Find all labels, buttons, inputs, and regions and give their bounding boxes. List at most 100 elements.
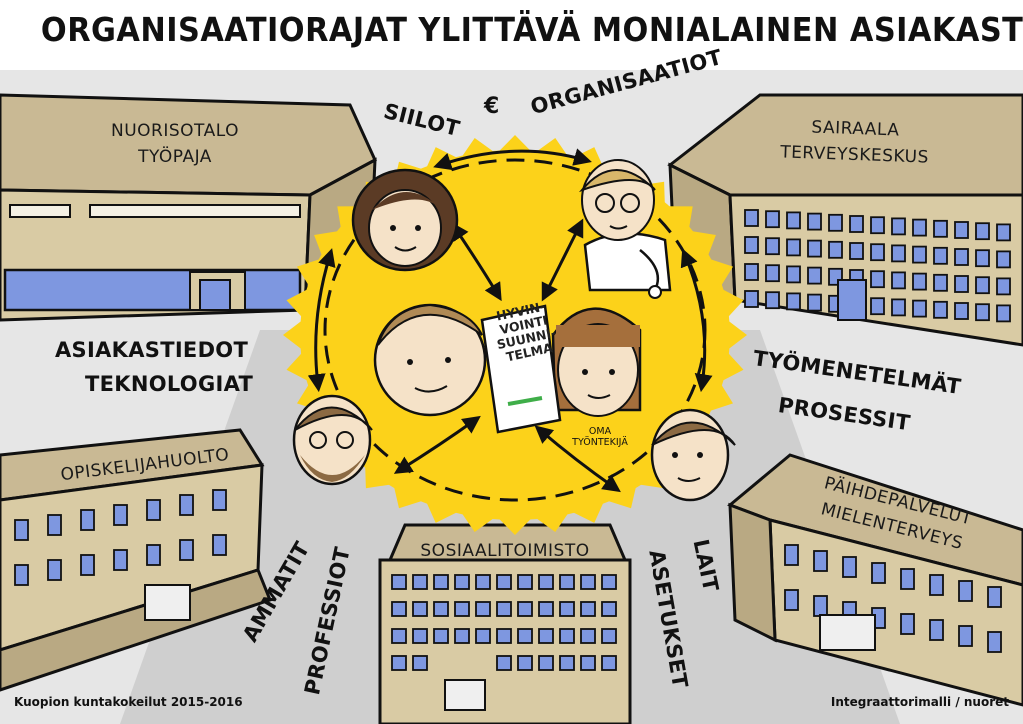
window	[786, 238, 801, 257]
window	[538, 655, 554, 671]
building-substance-services	[727, 453, 1023, 707]
building-hospital	[667, 93, 1023, 347]
window	[987, 631, 1002, 653]
window	[929, 574, 944, 596]
window	[870, 243, 885, 262]
window	[807, 266, 822, 285]
window	[958, 580, 973, 602]
window	[179, 494, 194, 516]
window	[849, 215, 864, 233]
window	[454, 628, 470, 644]
footer-right: Integraattorimalli / nuoret	[830, 695, 1009, 709]
window	[987, 586, 1002, 608]
window	[765, 291, 780, 310]
window	[475, 601, 491, 617]
window	[996, 304, 1011, 323]
window	[538, 628, 554, 644]
social-office-windows	[391, 574, 617, 671]
window	[975, 249, 990, 268]
student-welfare-windows	[14, 489, 227, 586]
window	[454, 601, 470, 617]
person-own-worker	[551, 307, 642, 417]
window	[433, 601, 449, 617]
window	[412, 574, 428, 590]
window	[601, 628, 617, 644]
window	[765, 237, 780, 256]
window	[871, 562, 886, 584]
window	[412, 628, 428, 644]
window	[891, 298, 906, 317]
window	[113, 549, 128, 571]
window	[954, 302, 969, 320]
window	[786, 211, 801, 230]
window	[475, 628, 491, 644]
window	[538, 601, 554, 617]
window	[517, 628, 533, 644]
window	[900, 568, 915, 590]
window	[996, 250, 1011, 269]
window	[765, 210, 780, 229]
window	[849, 242, 864, 260]
window	[933, 219, 948, 238]
window	[870, 270, 885, 289]
window	[580, 601, 596, 617]
window	[891, 271, 906, 290]
window	[954, 221, 969, 239]
window	[391, 628, 407, 644]
window	[786, 292, 801, 311]
window	[912, 299, 927, 318]
person-bearded-man	[292, 394, 373, 486]
window	[391, 655, 407, 671]
person-doctor	[578, 159, 672, 299]
window	[412, 601, 428, 617]
window	[412, 655, 428, 671]
window	[14, 519, 29, 541]
window	[391, 601, 407, 617]
window	[900, 613, 915, 635]
window	[975, 303, 990, 322]
window	[807, 293, 822, 312]
window	[538, 574, 554, 590]
window	[475, 574, 491, 590]
person-youth-woman	[351, 168, 459, 272]
window	[517, 655, 533, 671]
poster-title: ORGANISAATIORAJAT YLITTÄVÄ MONIALAINEN A…	[40, 10, 1023, 49]
window	[496, 655, 512, 671]
window	[807, 212, 822, 231]
window	[496, 601, 512, 617]
window	[784, 589, 799, 611]
window	[870, 297, 885, 316]
window	[601, 601, 617, 617]
window	[146, 544, 161, 566]
topic-teknologiat: TEKNOLOGIAT	[85, 372, 254, 396]
window	[891, 244, 906, 263]
window	[912, 272, 927, 291]
window	[996, 277, 1011, 296]
window	[601, 655, 617, 671]
window	[14, 564, 29, 586]
window	[433, 628, 449, 644]
label-social-office: SOSIAALITOIMISTO	[420, 541, 590, 561]
wellbeing-plan-paper	[480, 304, 562, 434]
window	[559, 655, 575, 671]
window	[517, 601, 533, 617]
window	[559, 628, 575, 644]
window	[975, 222, 990, 241]
window	[433, 574, 449, 590]
window	[870, 216, 885, 235]
window	[786, 265, 801, 284]
window	[559, 574, 575, 590]
window	[580, 628, 596, 644]
own-worker-label: OMA TYÖNTEKIJÄ	[572, 426, 628, 448]
window	[212, 489, 227, 511]
window	[828, 213, 843, 232]
window	[580, 655, 596, 671]
window	[601, 574, 617, 590]
topic-euro: €	[484, 94, 500, 119]
window	[80, 509, 95, 531]
person-young-man	[650, 408, 736, 502]
window	[744, 263, 759, 281]
window	[47, 559, 62, 581]
